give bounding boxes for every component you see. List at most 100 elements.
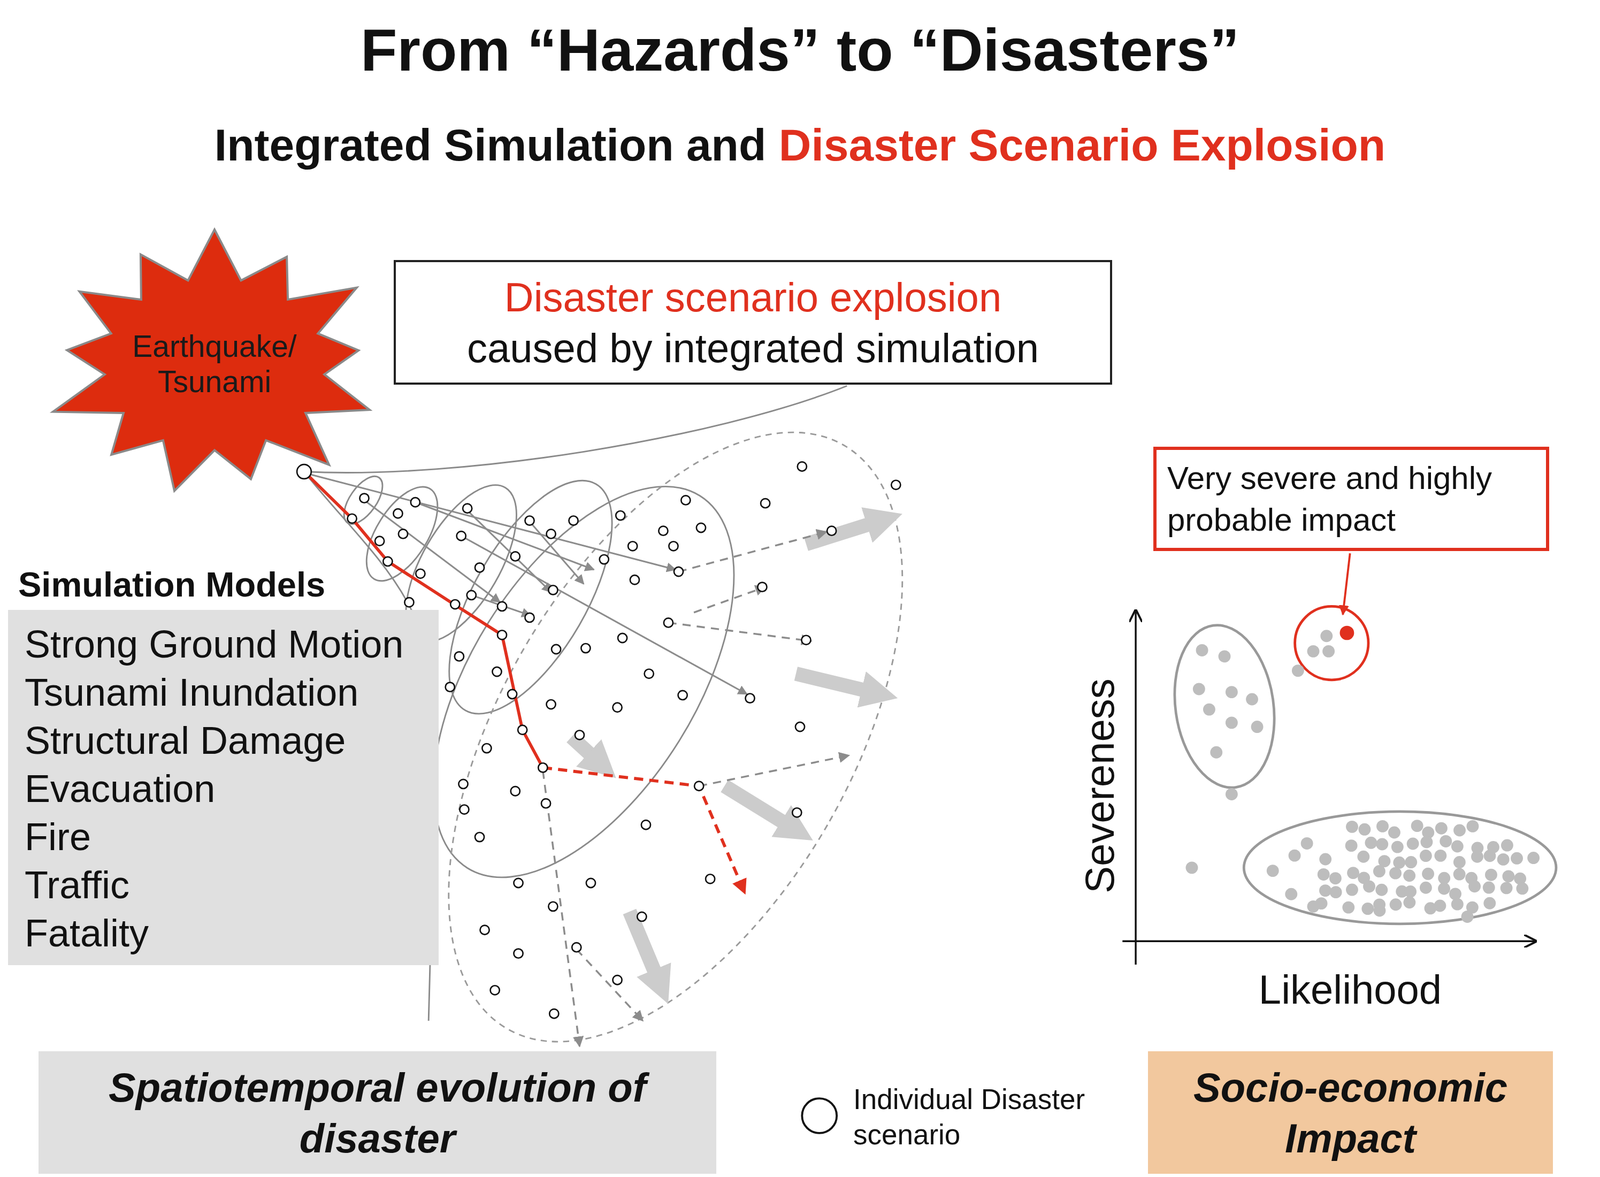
model-item: Tsunami Inundation [24, 668, 435, 717]
scenario-dots-part [827, 526, 837, 536]
chart-dots-part [1203, 703, 1216, 716]
scenario-dots-part [410, 497, 420, 507]
scenario-dots-part [492, 667, 502, 677]
chart-dots-part [1307, 645, 1320, 658]
chart-dots-part [1345, 883, 1359, 897]
chart-clusters-part [1295, 606, 1369, 680]
scenario-dots-part [891, 480, 901, 490]
chart-dots-part [1185, 861, 1199, 874]
red-scenario-path-part [542, 767, 746, 894]
chart-dots-part [1342, 901, 1355, 914]
chart-dots-part [1373, 864, 1386, 878]
chart-dots-part [1484, 868, 1498, 882]
chart-dots-part [1358, 823, 1371, 836]
cone-outline-part [416, 455, 645, 739]
chart-dots-part [1291, 664, 1305, 677]
chart-dots-part [1375, 838, 1389, 851]
dashed-arrows-part [678, 531, 828, 572]
chart-dots-part [1433, 899, 1446, 913]
chart-dots-part [1466, 820, 1479, 833]
chart-dots-part [1406, 837, 1420, 851]
scenario-dots-part [541, 798, 551, 808]
scenario-dots-part [586, 878, 596, 888]
scenario-dots-part [575, 730, 585, 740]
chart-dots-part [1404, 855, 1418, 869]
model-item: Structural Damage [24, 716, 435, 765]
chart-dots-part [1346, 866, 1360, 879]
chart-dots-part [1483, 897, 1496, 910]
scenario-dots-part [450, 599, 460, 609]
chart-dots-part [1451, 840, 1464, 853]
simulation-arrows-part [471, 594, 531, 616]
scenario-dots-part [517, 725, 527, 735]
chart-dots-part [1501, 839, 1514, 852]
chart-clusters-part [1243, 811, 1557, 924]
chart-dots-part [1266, 864, 1280, 877]
scenario-dots-part [617, 633, 627, 643]
scenario-dots-part [475, 832, 485, 842]
dashed-arrows-part [668, 622, 811, 641]
chart-dots-part [1466, 901, 1479, 914]
chart-dots-part [1439, 835, 1452, 848]
simulation-arrows-part [461, 536, 747, 695]
scenario-dots-part [415, 569, 425, 579]
chart-dots-part [1435, 822, 1448, 835]
chart-dots-part [1225, 685, 1238, 699]
chart-dots-part [1453, 868, 1466, 881]
scenario-dots-part [296, 464, 312, 479]
chart-axes [1122, 610, 1536, 965]
scenario-dots-part [705, 874, 715, 884]
chart-dots-part [1421, 867, 1435, 880]
scenario-dots-part [757, 582, 767, 592]
panel-body: Strong Ground MotionTsunami InundationSt… [8, 609, 439, 966]
scenario-dots-part [546, 529, 556, 539]
section-label: Spatiotemporal evolution of disaster [47, 1061, 708, 1164]
scenario-dots-part [456, 531, 466, 541]
scenario-dots-part [674, 567, 684, 577]
chart-dots-part [1437, 871, 1451, 885]
scenario-dots-part [663, 617, 673, 627]
box-text: caused by integrated simulation [467, 322, 1039, 374]
scenario-dots-part [801, 635, 811, 645]
chart-dots-part [1319, 884, 1332, 897]
chart-dots-part [1483, 849, 1497, 862]
star-label-wrap: Earthquake/ Tsunami [38, 226, 391, 502]
legend-text: Individual Disaster scenario [853, 1081, 1132, 1153]
model-item: Strong Ground Motion [24, 619, 435, 669]
scenario-dots-part [599, 554, 609, 564]
chart-dots-part [1376, 820, 1389, 833]
chart-dots-part [1375, 883, 1388, 897]
callout-text: Very severe and highly probable impact [1167, 457, 1536, 541]
scenario-dots-part [630, 575, 640, 585]
model-item: Fatality [24, 908, 435, 958]
chart-dots-part [1218, 649, 1231, 663]
scenario-dots-part [490, 985, 500, 995]
scenario-dots-part [497, 601, 507, 611]
scenario-dots-part [694, 781, 704, 791]
chart-dots-part [1510, 852, 1523, 865]
chart-dots-part [1389, 867, 1402, 880]
chart-dots-part [1497, 853, 1510, 866]
scenario-dots-part [458, 779, 468, 789]
scenario-dots-part [680, 495, 691, 505]
dashed-arrows-part [576, 949, 643, 1022]
chart-clusters [1164, 606, 1557, 924]
scenario-dots-part [513, 948, 523, 959]
scenario-dots-part [383, 556, 393, 566]
chart-dots-part [1245, 693, 1259, 706]
scenario-dots-part [475, 562, 485, 572]
block-arrows-part [795, 673, 873, 692]
chart-dots-part [1419, 849, 1433, 862]
model-item: Traffic [24, 860, 435, 909]
model-item: Evacuation [24, 764, 435, 813]
chart-dots-part [1373, 898, 1386, 911]
scenario-dots-part [546, 699, 556, 709]
chart-dots [1185, 629, 1541, 923]
scenario-dots-part [479, 925, 489, 935]
chart-dots-part [1389, 898, 1403, 911]
star-shape-part [52, 229, 370, 491]
scenario-dots-part [615, 510, 625, 520]
scenario-dots-part [658, 526, 668, 536]
hazard-star: Earthquake/ Tsunami [38, 226, 391, 502]
chart-dots-part [1363, 880, 1376, 893]
